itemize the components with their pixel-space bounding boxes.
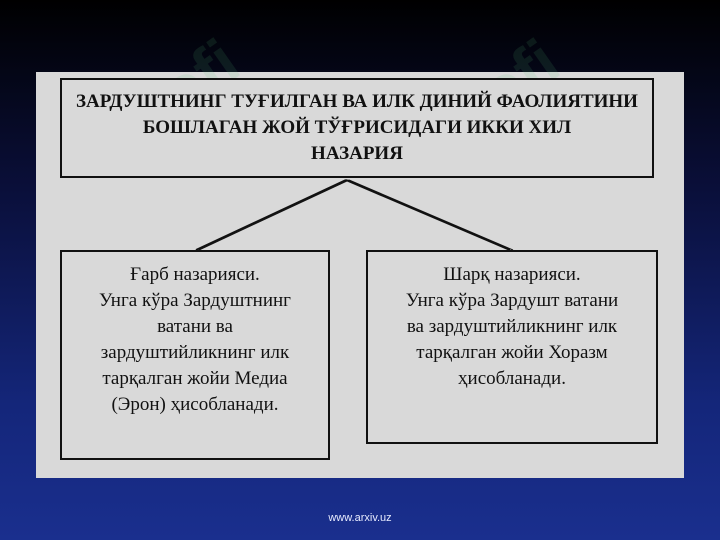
west-theory-line: ватани ва	[157, 316, 233, 337]
title-line: НАЗАРИЯ	[311, 143, 403, 164]
title-line: БОШЛАГАН ЖОЙ ТЎҒРИСИДАГИ ИККИ ХИЛ	[142, 117, 572, 138]
east-theory-line: Шарқ назарияси.	[443, 264, 581, 285]
footer-url: www.arxiv.uz	[328, 512, 392, 524]
west-theory-box: Ғарб назарияси. Унга кўра Зардуштнинг ва…	[60, 250, 330, 460]
title-box: ЗАРДУШТНИНГ ТУҒИЛГАН ВА ИЛК ДИНИЙ ФАОЛИЯ…	[60, 78, 654, 178]
title-line: ЗАРДУШТНИНГ ТУҒИЛГАН ВА ИЛК ДИНИЙ ФАОЛИЯ…	[76, 91, 638, 112]
west-theory-line: зардуштийликнинг илк	[100, 342, 290, 363]
east-theory-box: Шарқ назарияси. Унга кўра Зардушт ватани…	[366, 250, 658, 444]
east-theory-line: ва зардуштийликнинг илк	[406, 316, 618, 337]
east-theory-line: ҳисобланади.	[458, 368, 566, 389]
east-theory-line: Унга кўра Зардушт ватани	[405, 290, 619, 311]
east-theory-line: тарқалган жойи Хоразм	[416, 342, 608, 363]
west-theory-line: тарқалган жойи Медиа	[102, 368, 288, 389]
west-theory-line: (Эрон) ҳисобланади.	[111, 394, 279, 415]
west-theory-line: Унга кўра Зардуштнинг	[99, 290, 291, 311]
west-theory-line: Ғарб назарияси.	[130, 264, 260, 285]
